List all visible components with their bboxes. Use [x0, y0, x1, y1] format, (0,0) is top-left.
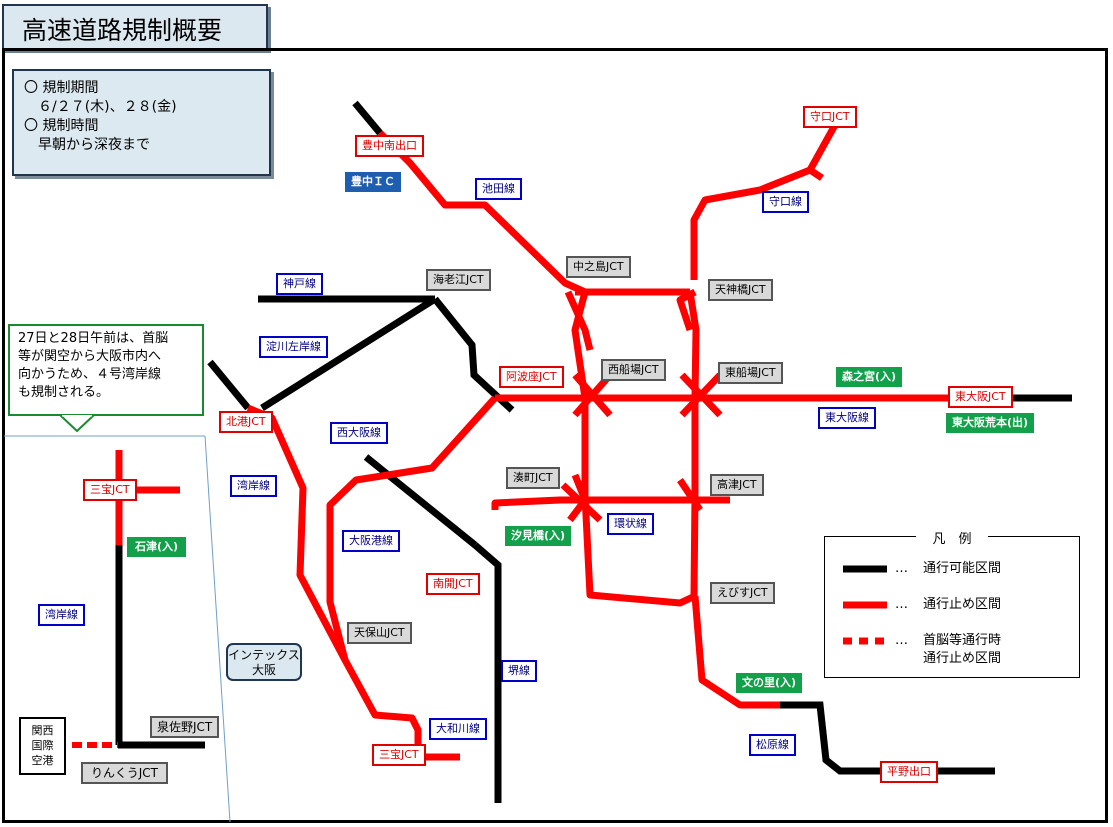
road-nishiosaka — [363, 454, 478, 548]
label-awaza-jct: 阿波座JCT — [499, 366, 564, 388]
legend: 凡 例 … 通行可能区間 … 通行止め区間 … 首脳等通行時 通行止め区間 — [824, 532, 1080, 678]
label-morinomiya-ramp: 森之宮(入) — [836, 367, 903, 387]
label-higashiosaka-jct: 東大阪JCT — [948, 386, 1013, 408]
road-tenjin-diag — [676, 288, 697, 332]
period-heading: 〇 規制期間 — [24, 80, 99, 96]
label-kitako-jct: 北港JCT — [219, 411, 273, 433]
label-nanko-jct: 南開JCT — [426, 573, 480, 595]
road-kozu-main — [491, 496, 730, 510]
label-yodogawa-line: 淀川左岸線 — [259, 336, 328, 358]
legend-title: 凡 例 — [916, 532, 988, 547]
legend-dots-2: … — [895, 597, 908, 612]
label-ebisu-jct: えびすJCT — [710, 582, 775, 604]
road-ne-x2 — [679, 372, 723, 418]
callout-note: 27日と28日午前は、首脳 等が関空から大阪市内へ 向かうため、４号湾岸線 も規… — [8, 324, 204, 416]
intex-osaka-venue: インテックス 大阪 — [226, 643, 302, 681]
label-hirano-exit: 平野出口 — [880, 761, 938, 783]
legend-vip-text-1: 首脳等通行時 — [923, 633, 1002, 648]
label-shiomibashi-ramp: 汐見橋(入) — [505, 526, 572, 546]
road-sakai — [472, 542, 502, 803]
road-nakanoshima-diag — [564, 290, 594, 351]
note-line-2: 等が関空から大阪市内へ — [18, 349, 162, 364]
label-higashiosaka-line: 東大阪線 — [818, 407, 876, 429]
legend-closed-text: 通行止め区間 — [923, 597, 1002, 612]
label-mitakara-jct: 三宝JCT — [372, 744, 426, 766]
label-nishiosaka-line: 西大阪線 — [330, 422, 388, 444]
label-higashiosaka-arakamoto-exit: 東大阪荒本(出) — [946, 413, 1035, 433]
note-line-1: 27日と28日午前は、首脳 — [18, 331, 169, 346]
road-nw-x2 — [572, 372, 613, 418]
label-izumisano-jct: 泉佐野JCT — [150, 716, 220, 738]
road-moriguchi — [690, 123, 839, 280]
label-ishizu-ramp: 石津(入) — [127, 537, 187, 557]
label-kobe-line: 神戸線 — [276, 273, 323, 295]
road-matsubara — [691, 595, 780, 709]
label-toyonaka-ic: 豊中ＩＣ — [345, 172, 401, 192]
road-toyonaka-north — [352, 100, 383, 136]
label-rinku-jct: りんくうJCT — [81, 762, 169, 784]
label-kanjo-line: 環状線 — [607, 513, 654, 535]
kansai-airport: 関西 国際 空港 — [19, 717, 66, 775]
kanku-line-1: 関西 — [31, 724, 54, 737]
label-inset-mitakara-jct: 三宝JCT — [83, 479, 137, 501]
label-higashisenba-jct: 東船場JCT — [718, 362, 783, 384]
note-line-3: 向かうため、４号湾岸線 — [18, 367, 162, 382]
intex-line-1: インテックス — [228, 648, 300, 662]
label-moriguchi-jct: 守口JCT — [803, 106, 857, 128]
road-sw-x2 — [567, 473, 589, 523]
label-kozu-jct: 高津JCT — [710, 474, 764, 496]
road-ebie-awaza — [432, 296, 515, 413]
kanku-line-3: 空港 — [31, 754, 54, 767]
page-title: 高速道路規制概要 — [2, 4, 268, 50]
label-moriguchi-line: 守口線 — [762, 191, 809, 213]
label-matsubara-line: 松原線 — [749, 734, 796, 756]
label-yamatogawa-line: 大和川線 — [429, 718, 487, 740]
callout-tail — [60, 415, 94, 433]
label-minatomachi-jct: 湊町JCT — [506, 467, 560, 489]
label-fuminosato-ramp: 文の里(入) — [736, 673, 803, 693]
open-roads — [115, 100, 1072, 803]
legend-open-text: 通行可能区間 — [923, 561, 1002, 576]
road-yodogawa — [260, 296, 437, 411]
kanku-line-2: 国際 — [31, 739, 54, 752]
inset-divider-slant — [204, 435, 231, 823]
time-range: 早朝から深夜まで — [24, 137, 150, 153]
label-tempozan-jct: 天保山JCT — [347, 622, 412, 644]
road-loop-west — [571, 291, 697, 607]
legend-dots-1: … — [895, 561, 908, 576]
label-osakako-line: 大阪港線 — [342, 530, 400, 552]
road-ikeda — [377, 130, 587, 296]
road-se-x1 — [677, 478, 703, 512]
label-wangan-line: 湾岸線 — [230, 475, 277, 497]
map-frame — [2, 48, 1108, 823]
regulation-info-box: 〇 規制期間 ６/２７(木)、２８(金) 〇 規制時間 早朝から深夜まで — [12, 69, 271, 176]
label-tenjinbashi-jct: 天神橋JCT — [708, 279, 773, 301]
time-heading: 〇 規制時間 — [24, 118, 99, 134]
road-moriguchi-stub — [808, 167, 824, 181]
closed-roads — [115, 123, 950, 761]
road-kitako-north — [207, 359, 251, 411]
label-toyonaka-minami-exit: 豊中南出口 — [355, 135, 424, 157]
period-dates: ６/２７(木)、２８(金) — [24, 99, 177, 115]
label-ikeda-line: 池田線 — [475, 178, 522, 200]
label-ebie-jct: 海老江JCT — [426, 269, 491, 291]
label-sakai-line: 堺線 — [501, 660, 537, 682]
label-inset-wangan-line: 湾岸線 — [38, 604, 85, 626]
legend-dots-3: … — [895, 633, 908, 648]
road-osakako — [326, 395, 498, 661]
legend-vip-text-2: 通行止め区間 — [923, 651, 1002, 666]
label-nakanoshima-jct: 中之島JCT — [566, 256, 631, 278]
label-nishisenba-jct: 西船場JCT — [601, 359, 666, 381]
note-line-4: も規制される。 — [18, 385, 110, 400]
legend-swatches — [843, 565, 887, 645]
intex-line-2: 大阪 — [251, 663, 276, 677]
road-loop-east — [686, 291, 700, 597]
